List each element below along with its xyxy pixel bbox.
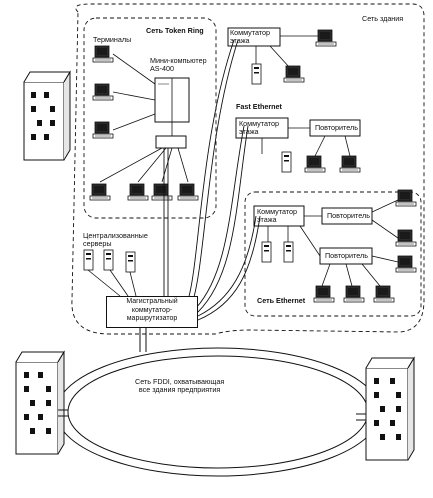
workstation-icon — [313, 285, 335, 303]
switch-top-box — [227, 27, 281, 47]
building-icon-left-top — [23, 70, 71, 161]
switch-top-label: Коммутатор этажа — [230, 28, 270, 45]
repeater-low1-label: Повторитель — [327, 211, 370, 220]
token-ring-label: Сеть Token Ring — [146, 26, 204, 35]
building-network-boundary — [71, 3, 425, 335]
workstation-icon — [373, 285, 395, 303]
workstation-icon — [343, 285, 365, 303]
workstation-icon — [304, 155, 326, 173]
building-icon-right-bottom — [365, 356, 415, 461]
workstation-icon — [151, 183, 173, 201]
central-servers-label: Централизованные серверы — [83, 231, 148, 248]
ethernet-boundary — [244, 191, 422, 317]
workstation-icon — [177, 183, 199, 201]
workstation-icon — [127, 183, 149, 201]
building-network-label: Сеть здания — [362, 14, 404, 23]
server-icon — [103, 249, 114, 271]
fddi-label: Сеть FDDI, охватывающая все здания предп… — [135, 377, 225, 394]
workstation-icon — [339, 155, 361, 173]
terminal-icon — [92, 83, 114, 101]
workstation-icon — [315, 29, 337, 47]
ethernet-label: Сеть Ethernet — [257, 296, 306, 305]
workstation-icon — [283, 65, 305, 83]
backbone-router-box: Магистральный коммутатор- маршрутизатор — [106, 296, 198, 328]
building-icon-left-bottom — [15, 350, 65, 455]
terminal-icon — [92, 121, 114, 139]
mini-computer-label: Мини-компьютер AS-400 — [150, 56, 207, 73]
workstation-icon — [395, 255, 417, 273]
repeater-mid-label: Повторитель — [315, 123, 358, 132]
fddi-ring — [55, 347, 381, 477]
terminals-label: Терминалы — [93, 35, 132, 44]
terminal-icon — [92, 45, 114, 63]
switch-low-label: Коммутатор этажа — [257, 207, 297, 224]
server-icon — [125, 251, 136, 273]
switch-mid-label: Коммутатор этажа — [239, 119, 279, 136]
workstation-icon — [395, 229, 417, 247]
server-icon — [83, 249, 94, 271]
fast-ethernet-label: Fast Ethernet — [236, 102, 282, 111]
workstation-icon — [395, 189, 417, 207]
workstation-icon — [89, 183, 111, 201]
mau-icon — [155, 135, 187, 149]
repeater-low2-label: Повторитель — [325, 251, 368, 260]
